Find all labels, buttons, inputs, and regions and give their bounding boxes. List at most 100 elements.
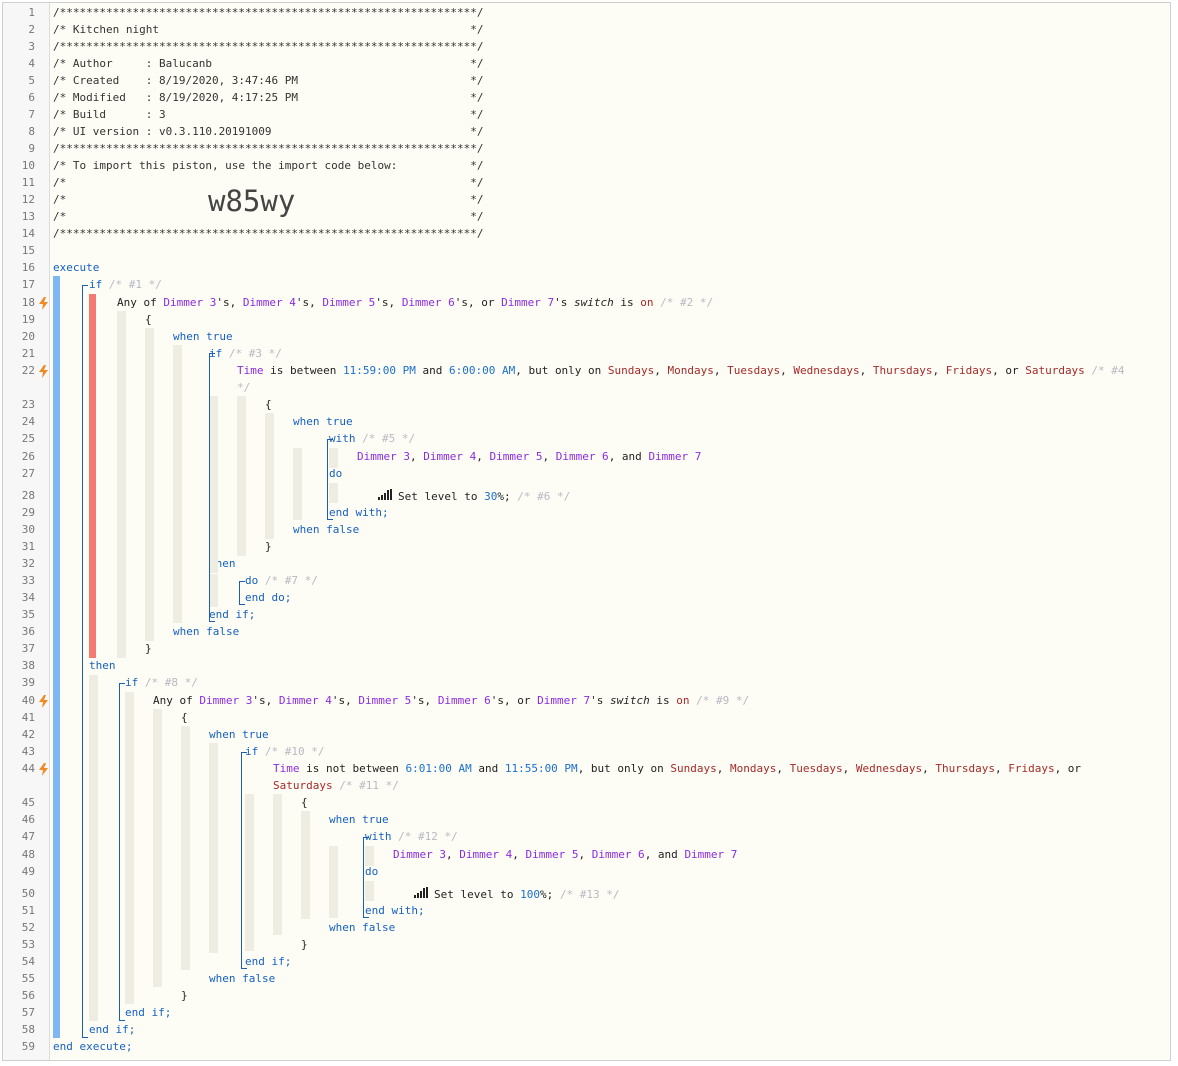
code-token[interactable]: Thursdays (872, 364, 933, 377)
nesting-guide (301, 811, 310, 919)
line-number: 55 (21, 972, 35, 985)
code-token: , and (608, 450, 649, 463)
block-bracket (327, 439, 333, 520)
code-token[interactable]: Tuesdays (789, 762, 843, 775)
keyword-token: end if; (245, 955, 292, 968)
device-token[interactable]: Dimmer 6 (591, 848, 645, 861)
device-token[interactable]: Dimmer 5 (358, 694, 412, 707)
code-line: } (145, 642, 152, 655)
code-line: if /* #8 */ (125, 676, 198, 689)
line-number: 10 (21, 159, 35, 172)
device-token[interactable]: Dimmer 3 (199, 694, 253, 707)
device-token[interactable]: Time (237, 364, 264, 377)
code-token[interactable]: Sundays (607, 364, 655, 377)
code-token[interactable]: Mondays (667, 364, 714, 377)
device-token[interactable]: Dimmer 4 (423, 450, 477, 463)
code-token: , (713, 364, 728, 377)
comment-token: /* #7 */ (258, 574, 318, 587)
line-number: 26 (21, 450, 35, 463)
code-token: is (649, 694, 677, 707)
code-token[interactable]: Fridays (945, 364, 993, 377)
nesting-guide (125, 692, 134, 1004)
code-token[interactable]: Wednesdays (855, 762, 923, 775)
code-line: end if; (89, 1023, 135, 1036)
line-number: 9 (28, 142, 35, 155)
nesting-guide (293, 448, 302, 520)
line-number: 36 (21, 625, 35, 638)
lightning-bolt-icon (39, 297, 48, 310)
code-line: { (301, 796, 308, 809)
line-number: 34 (21, 591, 35, 604)
comment-token: /* #4 (1084, 364, 1125, 377)
device-token[interactable]: Dimmer 5 (489, 450, 543, 463)
device-token[interactable]: Dimmer 3 (357, 450, 410, 463)
device-token[interactable]: Dimmer 5 (322, 296, 376, 309)
code-line: /***************************************… (53, 6, 483, 19)
code-token[interactable]: Saturdays (1025, 364, 1085, 377)
device-token[interactable]: Dimmer 7 (537, 694, 591, 707)
code-token: , but only on (515, 364, 608, 377)
device-token[interactable]: Dimmer 7 (648, 450, 702, 463)
keyword-token: if (89, 278, 103, 291)
nesting-guide (181, 726, 190, 970)
code-line: end execute; (53, 1040, 132, 1053)
block-bracket (209, 353, 215, 622)
code-line: when true (209, 728, 269, 741)
code-token: } (145, 642, 152, 655)
code-token: %; (497, 490, 518, 503)
code-token[interactable]: Sundays (670, 762, 717, 775)
device-token[interactable]: Dimmer 4 (242, 296, 296, 309)
code-token[interactable]: Tuesdays (727, 364, 781, 377)
device-token[interactable]: Dimmer 6 (437, 694, 491, 707)
block-bracket (82, 285, 88, 1038)
device-token[interactable]: Dimmer 6 (401, 296, 455, 309)
code-token: 's (590, 694, 611, 707)
code-line: } (265, 540, 272, 553)
nesting-guide (209, 574, 218, 607)
code-line: Time is not between 6:01:00 AM and 11:55… (273, 762, 1081, 775)
code-token[interactable]: Mondays (730, 762, 777, 775)
block-bracket (239, 581, 245, 605)
code-token[interactable]: Thursdays (935, 762, 995, 775)
code-token[interactable]: Wednesdays (793, 364, 860, 377)
code-token[interactable]: Fridays (1008, 762, 1055, 775)
code-token: , (716, 762, 731, 775)
device-token[interactable]: Dimmer 3 (393, 848, 446, 861)
code-token: 's, (295, 296, 323, 309)
keyword-token: end if; (89, 1023, 136, 1036)
device-token[interactable]: Dimmer 6 (555, 450, 609, 463)
line-number: 49 (21, 865, 35, 878)
code-line: /* Created : 8/19/2020, 3:47:46 PM */ (53, 74, 483, 87)
keyword-token: when true (173, 330, 233, 343)
line-number: 29 (21, 506, 35, 519)
device-token[interactable]: Dimmer 7 (684, 848, 738, 861)
device-token[interactable]: Dimmer 5 (525, 848, 579, 861)
signal-level-icon (378, 489, 392, 500)
device-token[interactable]: Dimmer 7 (501, 296, 555, 309)
code-token: , (578, 848, 592, 861)
code-line: /* */ (53, 210, 483, 223)
device-token[interactable]: Dimmer 3 (163, 296, 217, 309)
code-line: when false (173, 625, 239, 638)
code-token: , (512, 848, 526, 861)
code-line: end if; (125, 1006, 171, 1019)
comment-token: /* #13 */ (559, 888, 620, 901)
nesting-guide (173, 345, 182, 623)
nesting-guide (245, 794, 254, 951)
code-line: Any of Dimmer 3's, Dimmer 4's, Dimmer 5'… (117, 296, 713, 309)
code-line: Dimmer 3, Dimmer 4, Dimmer 5, Dimmer 6, … (357, 450, 701, 463)
device-token[interactable]: Time (273, 762, 300, 775)
code-token[interactable]: on (640, 296, 654, 309)
code-line: end if; (209, 608, 255, 621)
device-token[interactable]: Dimmer 4 (459, 848, 513, 861)
code-line: Set level to 30%; /* #6 */ (378, 489, 570, 503)
code-token: 's, (216, 296, 243, 309)
line-number: 48 (21, 848, 35, 861)
line-number: 17 (21, 278, 35, 291)
code-token[interactable]: on (676, 694, 690, 707)
code-line: /* Author : Balucanb */ (53, 57, 483, 70)
code-line: if /* #3 */ (209, 347, 282, 360)
line-number: 11 (21, 176, 35, 189)
device-token[interactable]: Dimmer 4 (278, 694, 332, 707)
lightning-bolt-icon (39, 695, 48, 708)
